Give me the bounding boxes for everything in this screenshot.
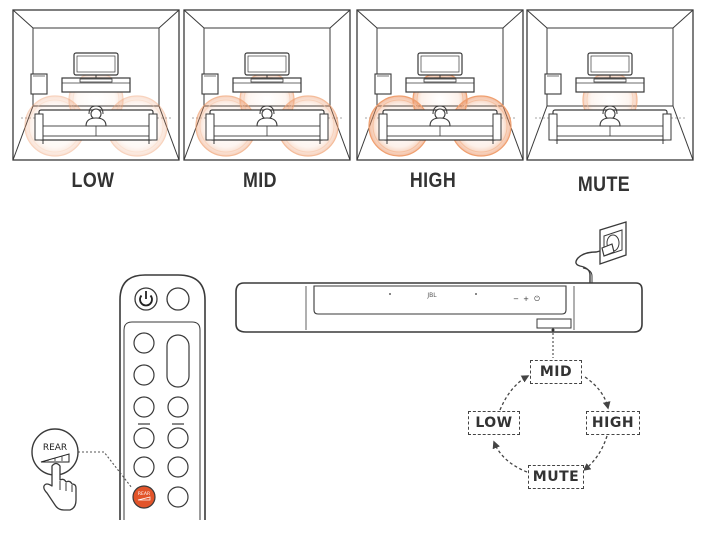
power-button[interactable] <box>134 287 158 311</box>
volume-down-icon[interactable]: − <box>513 295 519 303</box>
display-window <box>536 318 572 329</box>
volume-ramp-icon <box>40 453 70 463</box>
source-button[interactable] <box>166 287 190 311</box>
remote-button[interactable] <box>167 396 189 418</box>
room-mid <box>183 9 351 161</box>
callout-leader <box>78 451 133 489</box>
volume-rocker[interactable] <box>166 334 190 388</box>
remote-button[interactable] <box>167 486 189 508</box>
mode-cycle-arrows <box>492 375 611 473</box>
remote-button[interactable] <box>167 427 189 449</box>
wall-outlet-icon <box>599 221 627 265</box>
room-label-low: LOW <box>71 169 115 192</box>
mode-box-mid: MID <box>530 360 582 384</box>
remote-button[interactable] <box>133 456 155 478</box>
power-plug <box>575 221 627 283</box>
mode-box-low: LOW <box>468 411 520 435</box>
rear-callout-label: REAR <box>43 443 67 453</box>
room-label-mute: MUTE <box>577 173 631 196</box>
brand-logo: JBL <box>426 292 437 299</box>
remote-button[interactable] <box>133 364 155 386</box>
room-label-high: HIGH <box>409 169 457 192</box>
remote-button[interactable] <box>133 332 155 354</box>
remote-button[interactable] <box>133 427 155 449</box>
rear-callout: REAR <box>31 428 79 511</box>
pressing-hand-icon <box>43 462 77 511</box>
remote-button[interactable] <box>167 456 189 478</box>
power-icon <box>139 291 153 307</box>
remote-control: REAR <box>119 274 206 520</box>
soundbar: JBL − + ⏻ <box>235 282 643 358</box>
mode-box-high: HIGH <box>586 411 640 435</box>
rear-button-label: REAR <box>138 491 150 497</box>
remote-button[interactable] <box>133 396 155 418</box>
soundbar-power-icon[interactable]: ⏻ <box>534 295 540 303</box>
rear-button-highlighted[interactable]: REAR <box>132 485 156 509</box>
soundbar-controls: − + ⏻ <box>513 295 540 303</box>
room-mute <box>526 9 694 161</box>
room-high <box>356 9 524 161</box>
room-low <box>12 9 180 161</box>
room-panels <box>12 9 694 161</box>
mode-box-mute: MUTE <box>528 465 584 489</box>
room-label-mid: MID <box>243 169 277 192</box>
volume-up-icon[interactable]: + <box>523 295 529 303</box>
